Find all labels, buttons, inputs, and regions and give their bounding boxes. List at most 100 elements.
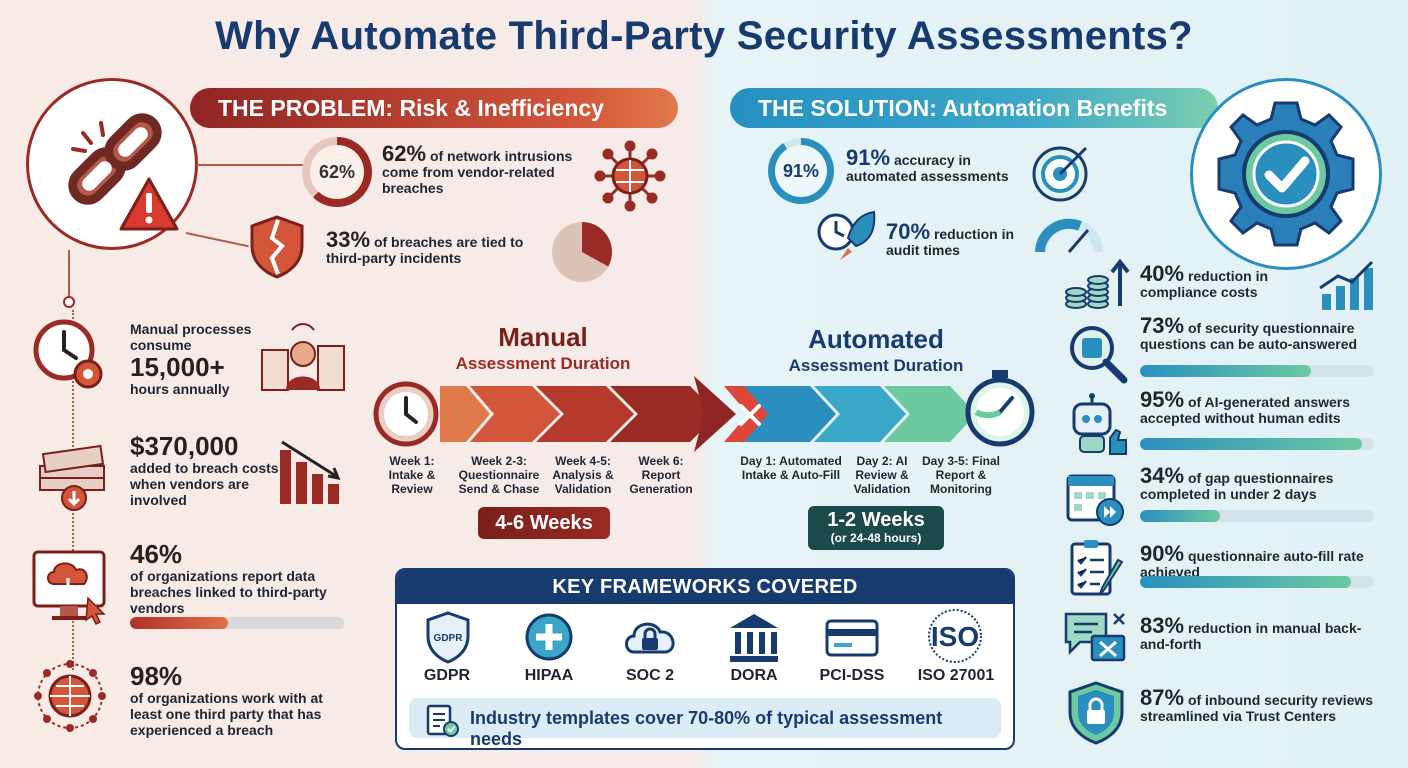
progress-fill <box>1140 438 1363 450</box>
duration-note: (or 24-48 hours) <box>830 531 922 545</box>
robot-thumbs-up-icon <box>1072 393 1127 455</box>
percent-ring-91: 91% <box>768 138 834 204</box>
progress-bar-46 <box>130 617 344 629</box>
item-text: of gap questionnaires completed in under… <box>1140 470 1334 502</box>
solution-stat-2: 70% reduction in audit times <box>886 221 1036 259</box>
solution-item-4: 34% of gap questionnaires completed in u… <box>1140 465 1385 503</box>
connector-dot <box>63 296 75 308</box>
x-mark-icon <box>739 404 761 426</box>
item-text: of security questionnaire questions can … <box>1140 320 1358 352</box>
item-text: reduction in manual back-and-forth <box>1140 620 1362 652</box>
stat-value: 70% <box>886 219 931 244</box>
stat-text: reduction in audit times <box>886 226 1015 258</box>
automated-subheading: Assessment Duration <box>788 356 964 375</box>
automated-step: Day 2: AI Review & Validation <box>853 454 911 496</box>
stat-text: added to breach costs when vendors are i… <box>130 460 279 508</box>
framework-label: PCI-DSS <box>819 667 885 684</box>
pie-chart-33 <box>552 222 612 282</box>
manual-step: Week 2-3: Questionnaire Send & Chase <box>458 454 540 496</box>
connector-line <box>185 232 249 248</box>
manual-step: Week 6: Report Generation <box>629 454 693 496</box>
globe-network-icon <box>34 660 106 732</box>
stat-value: $370,000 <box>130 431 239 461</box>
stat-text: of organizations report data breaches li… <box>130 568 327 616</box>
clock-rocket-icon <box>817 210 876 260</box>
manual-step: Week 1: Intake & Review <box>388 454 436 496</box>
wall-clock-icon <box>373 381 439 447</box>
gear-check-badge <box>1190 78 1382 270</box>
solution-item-2: 73% of security questionnaire questions … <box>1140 315 1380 353</box>
manual-step: Week 4-5: Analysis & Validation <box>552 454 614 496</box>
breach-cost-stat: $370,000 added to breach costs when vend… <box>130 432 280 508</box>
coins-growth-icon <box>1065 258 1130 309</box>
item-value: 40% <box>1140 261 1185 286</box>
solution-stat-1: 91% accuracy in automated assessments <box>846 147 1032 185</box>
broken-shield-icon <box>250 215 304 279</box>
progress-bar-73 <box>1140 365 1374 377</box>
progress-fill <box>1140 510 1220 522</box>
declining-bar-chart-icon <box>280 440 341 504</box>
gdpr-shield-icon: GDPR <box>426 611 470 664</box>
item-text: reduction in compliance costs <box>1140 268 1269 300</box>
third-party-breach-stat: 98% of organizations work with at least … <box>130 662 350 738</box>
solution-item-1: 40% reduction in compliance costs <box>1140 263 1320 301</box>
stat-value: 46% <box>130 539 183 569</box>
percent-ring-62: 62% <box>302 137 372 207</box>
duration-value: 1-2 Weeks <box>827 509 925 531</box>
manual-heading: Manual <box>498 322 588 352</box>
clock-gear-icon <box>33 319 103 389</box>
vendor-breach-stat: 46% of organizations report data breache… <box>130 540 340 616</box>
stat-text: hours annually <box>130 381 230 397</box>
item-text: of AI-generated answers accepted without… <box>1140 394 1351 426</box>
stat-text: of network intrusions come from vendor-r… <box>382 148 573 196</box>
growth-chart-icon <box>1319 260 1374 310</box>
stat-value: 91% <box>846 145 891 170</box>
frameworks-footer-text: Industry templates cover 70-80% of typic… <box>470 708 943 749</box>
stat-value: 15,000+ <box>130 352 225 382</box>
automated-step: Day 3-5: Final Report & Monitoring <box>921 454 1001 496</box>
ring-label: 91% <box>775 145 827 197</box>
speed-gauge-icon <box>1035 218 1103 253</box>
solution-banner: THE SOLUTION: Automation Benefits <box>730 88 1218 128</box>
progress-bar-95 <box>1140 438 1374 450</box>
solution-item-7: 87% of inbound security reviews streamli… <box>1140 687 1380 725</box>
page-title: Why Automate Third-Party Security Assess… <box>215 14 1193 58</box>
progress-bar-34 <box>1140 510 1374 522</box>
network-virus-icon <box>594 140 666 212</box>
problem-stat-1: 62% of network intrusions come from vend… <box>382 143 582 197</box>
cloud-monitor-icon <box>32 550 106 626</box>
progress-fill <box>130 617 229 629</box>
money-stack-icon <box>39 444 105 511</box>
automated-duration-badge: 1-2 Weeks (or 24-48 hours) <box>808 506 944 550</box>
framework-label: SOC 2 <box>625 667 674 684</box>
framework-label: ISO 27001 <box>917 667 995 684</box>
connector-line <box>196 164 304 166</box>
stat-text: of organizations work with at least one … <box>130 690 323 738</box>
duration-arrow-track <box>440 376 976 452</box>
bank-building-icon <box>730 614 778 662</box>
target-icon <box>1032 146 1088 202</box>
solution-item-5: 90% questionnaire auto-fill rate achieve… <box>1140 543 1380 581</box>
automated-heading-block: Automated Assessment Duration <box>760 324 992 376</box>
problem-stat-2: 33% of breaches are tied to third-party … <box>326 229 536 267</box>
cloud-lock-icon <box>625 622 675 654</box>
solution-item-6: 83% reduction in manual back-and-forth <box>1140 615 1380 653</box>
frameworks-title: KEY FRAMEWORKS COVERED <box>397 570 1013 604</box>
progress-fill <box>1140 365 1311 377</box>
item-value: 90% <box>1140 541 1185 566</box>
framework-label: GDPR <box>423 667 471 684</box>
frameworks-footer <box>409 698 1001 738</box>
medical-cross-icon <box>525 613 573 661</box>
broken-chain-badge <box>26 78 198 250</box>
manual-subheading: Assessment Duration <box>455 354 631 373</box>
gdpr-badge-text: GDPR <box>434 633 464 644</box>
automated-step: Day 1: Automated Intake & Auto-Fill <box>740 454 842 482</box>
credit-card-icon <box>825 619 879 657</box>
item-value: 95% <box>1140 387 1185 412</box>
connector-line <box>68 250 70 300</box>
manual-heading-block: Manual Assessment Duration <box>420 322 666 374</box>
item-value: 73% <box>1140 313 1185 338</box>
calendar-fast-forward-icon <box>1066 474 1124 526</box>
manual-hours-stat: Manual processes consume 15,000+ hours a… <box>130 321 270 397</box>
chat-bubbles-icon <box>1064 612 1126 662</box>
